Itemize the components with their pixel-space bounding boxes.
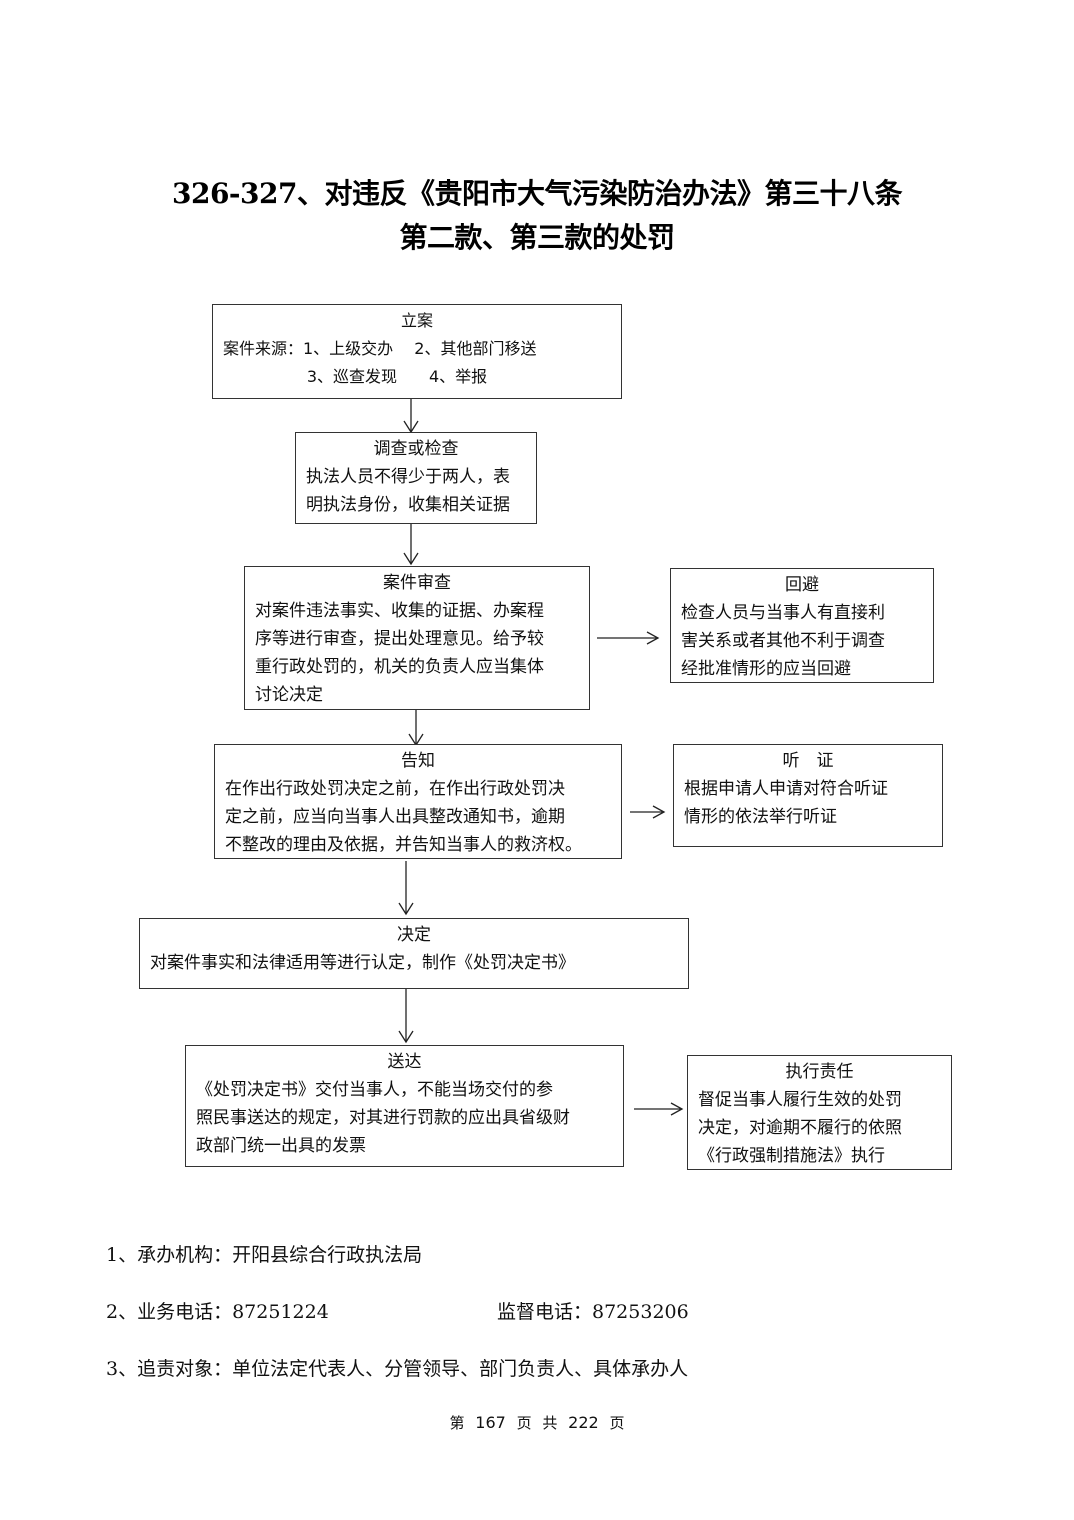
flow-box-decision: 决定 对案件事实和法律适用等进行认定，制作《处罚决定书》 [139,918,689,989]
arrow-filing-to-investigation [403,398,419,434]
arrow-decision-to-delivery [398,989,414,1044]
box-heading: 决定 [397,925,431,945]
box-heading: 听 证 [782,751,834,771]
total-page-count: 222 [568,1413,599,1432]
box-text: 经批准情形的应当回避 [681,659,851,679]
arrow-notice-to-hearing [630,805,666,819]
box-heading: 送达 [387,1052,422,1072]
flow-box-hearing: 听 证 根据申请人申请对符合听证 情形的依法举行听证 [673,744,943,847]
box-text: 定之前，应当向当事人出具整改通知书，逾期 [225,807,565,827]
box-text: 序等进行审查，提出处理意见。给予较 [255,629,544,649]
box-text: 明执法身份，收集相关证据 [306,495,510,515]
box-text: 害关系或者其他不利于调查 [681,631,885,651]
box-heading: 执行责任 [785,1062,854,1082]
box-text: 执法人员不得少于两人，表 [306,467,510,487]
flow-box-enforcement: 执行责任 督促当事人履行生效的处罚 决定，对逾期不履行的依照 《行政强制措施法》… [687,1055,952,1170]
box-text: 《行政强制措施法》执行 [698,1146,885,1166]
arrow-notice-to-decision [398,861,414,916]
box-text: 讨论决定 [255,685,323,705]
box-text: 《处罚决定书》交付当事人，不能当场交付的参 [196,1080,553,1100]
box-heading: 回避 [785,575,819,595]
note-agency: 1、承办机构：开阳县综合行政执法局 [106,1244,423,1266]
document-title-line-2: 第二款、第三款的处罚 [399,221,675,254]
flow-box-recusal: 回避 检查人员与当事人有直接利 害关系或者其他不利于调查 经批准情形的应当回避 [670,568,934,683]
current-page-number: 167 [475,1413,506,1432]
box-text: 照民事送达的规定，对其进行罚款的应出具省级财 [196,1108,570,1128]
box-heading: 调查或检查 [373,439,459,459]
box-text: 不整改的理由及依据，并告知当事人的救济权。 [225,835,582,855]
box-text: 3、巡查发现 4、举报 [306,367,488,386]
footer-prefix: 第 [449,1414,465,1432]
box-text: 根据申请人申请对符合听证 [684,779,888,799]
box-text: 在作出行政处罚决定之前，在作出行政处罚决 [225,779,565,799]
document-title-line-1: 326-327、对违反《贵阳市大气污染防治办法》第三十八条 [171,177,903,210]
arrow-review-to-notice [408,709,424,747]
flow-box-delivery: 送达 《处罚决定书》交付当事人，不能当场交付的参 照民事送达的规定，对其进行罚款… [185,1045,624,1167]
flow-box-filing: 立案 案件来源：1、上级交办 2、其他部门移送 3、巡查发现 4、举报 [212,304,622,399]
flow-box-review: 案件审查 对案件违法事实、收集的证据、办案程 序等进行审查，提出处理意见。给予较… [244,566,590,710]
box-text: 政部门统一出具的发票 [196,1136,366,1156]
box-heading: 立案 [400,311,433,330]
arrow-delivery-to-enforcement [634,1102,684,1116]
box-text: 情形的依法举行听证 [684,807,837,827]
box-text: 案件来源：1、上级交办 2、其他部门移送 [223,339,537,358]
box-text: 对案件事实和法律适用等进行认定，制作《处罚决定书》 [150,953,575,973]
footer-middle: 页 共 [516,1414,558,1432]
box-heading: 告知 [401,751,435,771]
box-text: 督促当事人履行生效的处罚 [698,1090,902,1110]
note-business-phone: 2、业务电话：87251224 [106,1301,329,1323]
flow-box-notice: 告知 在作出行政处罚决定之前，在作出行政处罚决 定之前，应当向当事人出具整改通知… [214,744,622,859]
footer-suffix: 页 [609,1414,625,1432]
box-heading: 案件审查 [383,573,451,593]
note-accountability: 3、追责对象：单位法定代表人、分管领导、部门负责人、具体承办人 [106,1358,689,1380]
box-text: 重行政处罚的，机关的负责人应当集体 [255,657,544,677]
arrow-review-to-recusal [597,631,660,645]
note-supervision-phone: 监督电话：87253206 [497,1301,689,1323]
page-footer: 第 167 页 共 222 页 [0,1412,1074,1433]
flow-box-investigation: 调查或检查 执法人员不得少于两人，表 明执法身份，收集相关证据 [295,432,537,524]
box-text: 决定，对逾期不履行的依照 [698,1118,902,1138]
arrow-investigation-to-review [403,523,419,566]
box-text: 对案件违法事实、收集的证据、办案程 [255,601,544,621]
box-text: 检查人员与当事人有直接利 [681,603,885,623]
